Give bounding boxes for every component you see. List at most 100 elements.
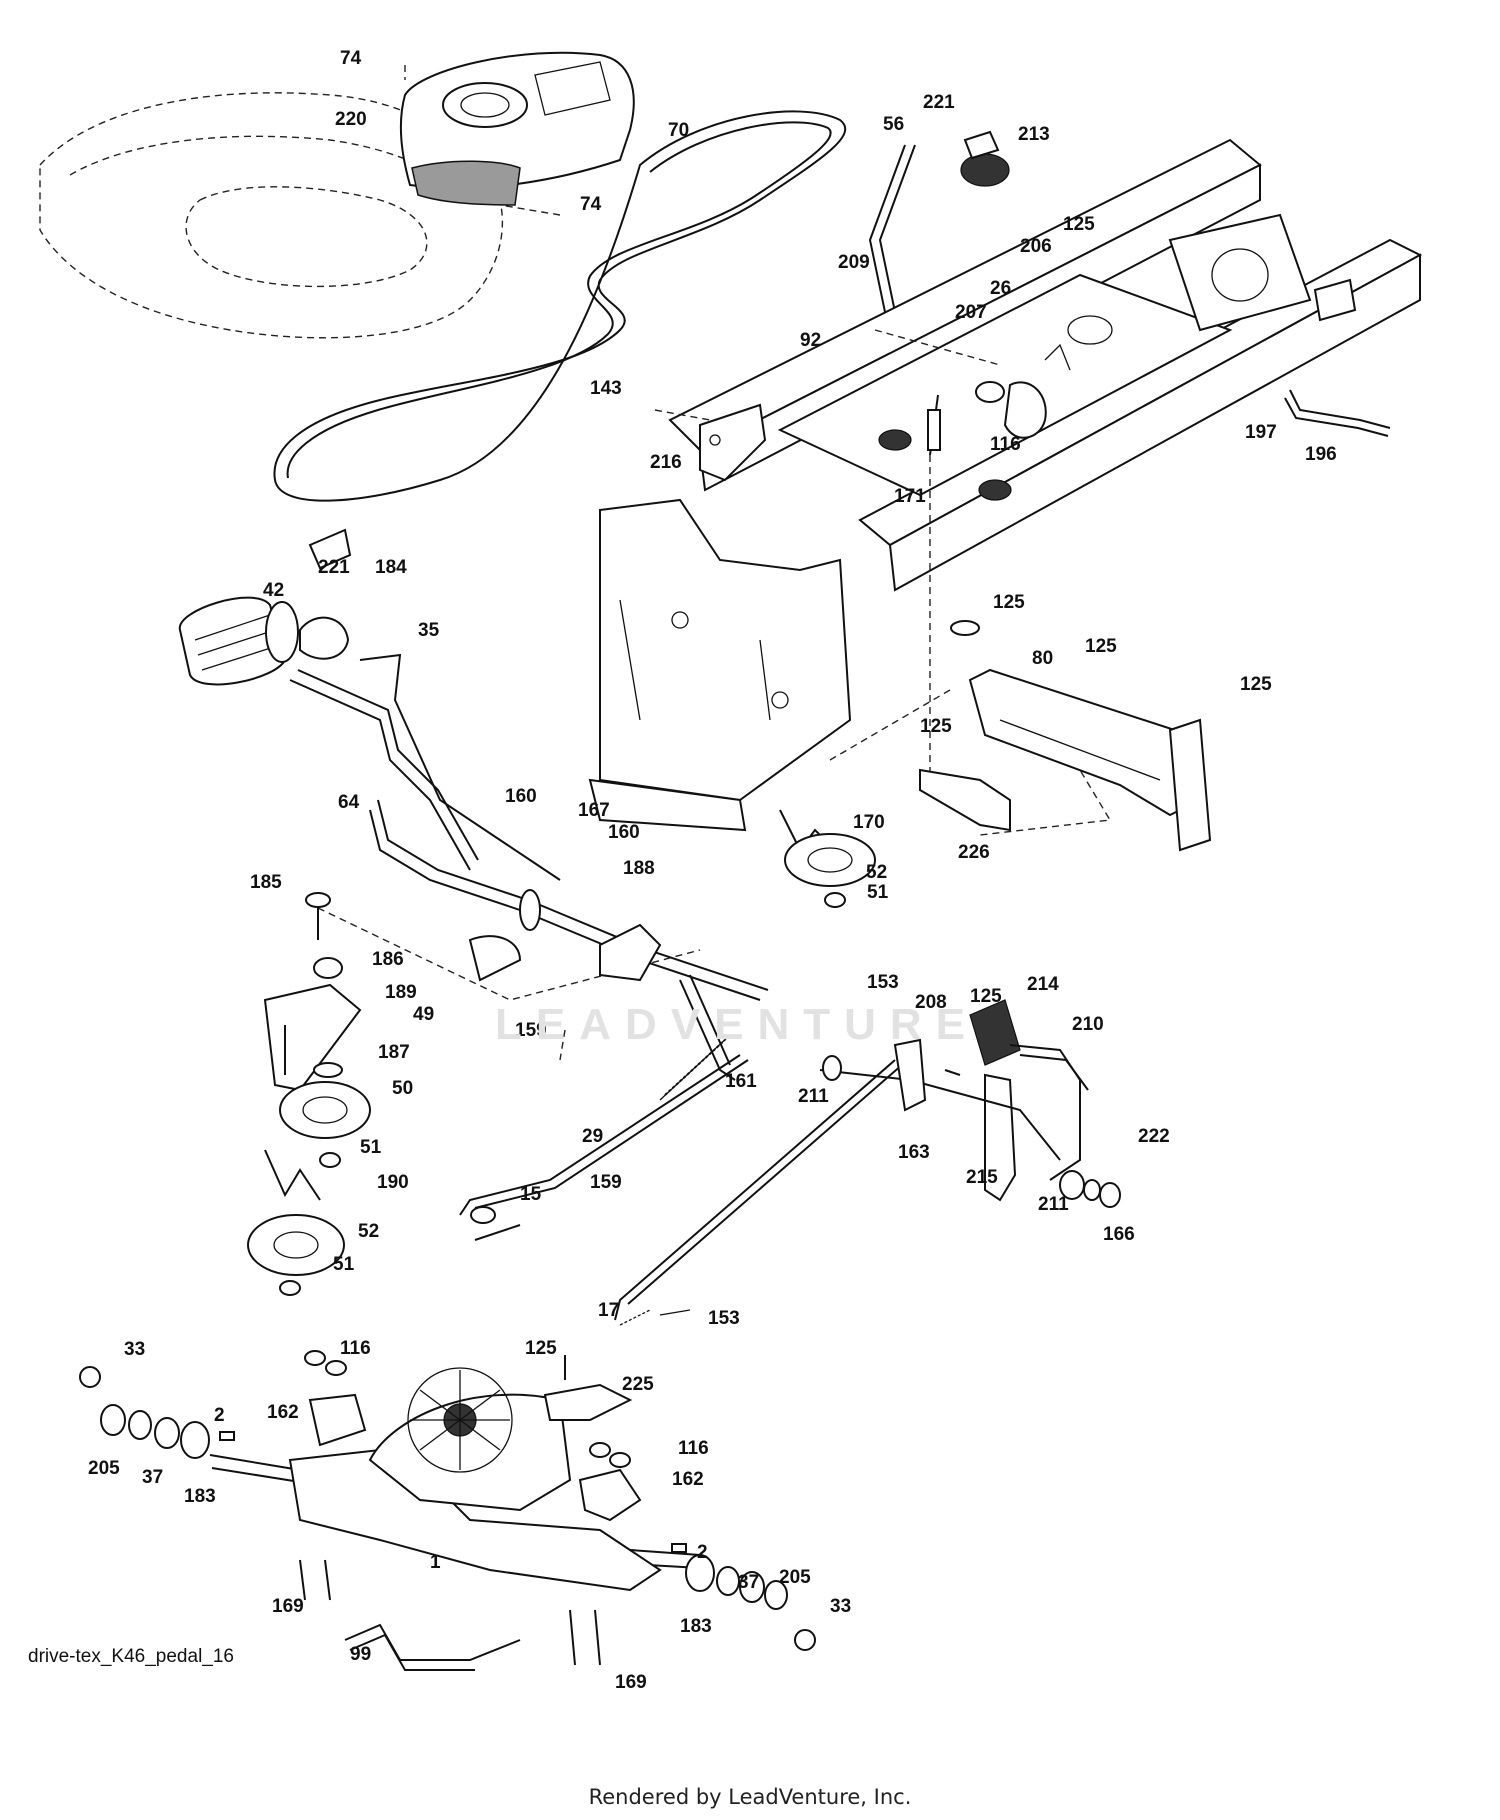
callout-51a: 51 [867,882,889,903]
pedal-assembly [819,999,1121,1208]
callout-26: 26 [990,278,1011,299]
callout-186: 186 [372,949,404,970]
callout-125e: 125 [920,716,952,737]
callout-35: 35 [418,620,440,641]
callout-167: 167 [578,800,610,821]
callout-162b: 162 [672,1469,704,1490]
callout-70: 70 [668,120,689,141]
diagram-caption: drive-tex_K46_pedal_16 [28,1646,234,1667]
callout-185: 185 [250,872,282,893]
shift-lever-209 [868,130,1010,381]
callout-50: 50 [392,1078,413,1099]
callout-125f: 125 [970,986,1002,1007]
callout-2b: 2 [697,1542,708,1563]
rod-29 [459,1054,749,1241]
callout-169b: 169 [615,1672,647,1693]
callout-153a: 153 [867,972,899,993]
callout-125b: 125 [993,592,1025,613]
callout-184: 184 [375,557,407,578]
callout-215: 215 [966,1167,998,1188]
callout-153b: 153 [708,1308,740,1329]
pulley-52-right [779,809,876,908]
callout-159a: 159 [515,1020,547,1041]
callout-56: 56 [883,114,904,135]
callout-160a: 160 [505,786,537,807]
callout-159b: 159 [590,1172,622,1193]
callout-226: 226 [958,842,990,863]
axle-hardware-right [671,1543,816,1651]
callout-221b: 221 [318,557,350,578]
callout-207: 207 [955,302,987,323]
callout-210: 210 [1072,1014,1104,1035]
callout-205a: 205 [88,1458,120,1479]
callout-51b: 51 [360,1137,382,1158]
callout-125c: 125 [1085,636,1117,657]
callout-125g: 125 [525,1338,557,1359]
callout-216: 216 [650,452,682,473]
callout-189: 189 [385,982,417,1003]
callout-42: 42 [263,580,284,601]
footer-credit: Rendered by LeadVenture, Inc. [588,1785,912,1809]
callout-51c: 51 [333,1254,355,1275]
callout-37b: 37 [738,1572,759,1593]
callout-221a: 221 [923,92,955,113]
callout-33a: 33 [124,1339,145,1360]
callout-125d: 125 [1240,674,1272,695]
callout-183a: 183 [184,1486,216,1507]
callout-2a: 2 [214,1405,225,1426]
callout-33b: 33 [830,1596,851,1617]
callout-74b: 74 [580,194,602,215]
callout-188: 188 [623,858,655,879]
callout-80: 80 [1032,648,1053,669]
callout-116c: 116 [678,1438,709,1459]
callout-49: 49 [413,1004,434,1025]
axle-hardware-left [79,1366,235,1459]
transaxle-1 [209,1350,701,1666]
callout-211b: 211 [1038,1194,1069,1215]
callout-170: 170 [853,812,885,833]
callout-52b: 52 [358,1221,379,1242]
callout-183b: 183 [680,1616,712,1637]
callout-162a: 162 [267,1402,299,1423]
callout-197: 197 [1245,422,1277,443]
callout-74a: 74 [340,48,362,69]
callout-99: 99 [350,1644,371,1665]
callout-116a: 116 [990,434,1021,455]
callout-29: 29 [582,1126,603,1147]
callout-205b: 205 [779,1567,811,1588]
callout-169a: 169 [272,1596,304,1617]
callout-214: 214 [1027,974,1059,995]
main-frame [588,138,1423,832]
callout-17: 17 [598,1300,619,1321]
rod-197 [1284,389,1391,437]
bracket-216 [699,403,767,482]
callout-220: 220 [335,109,367,130]
callout-116b: 116 [340,1338,371,1359]
part-callouts: 7422070745622121312520626207209921431162… [88,48,1337,1693]
callout-225: 225 [622,1374,654,1395]
callout-64: 64 [338,792,360,813]
callout-166: 166 [1103,1224,1135,1245]
drive-belt-56 [273,110,847,502]
callout-208: 208 [915,992,947,1013]
callout-222: 222 [1138,1126,1170,1147]
callout-37a: 37 [142,1467,163,1488]
rod-163 [614,1059,904,1326]
callout-160b: 160 [608,822,640,843]
callout-125a: 125 [1063,214,1095,235]
callout-171: 171 [894,486,926,507]
callout-190: 190 [377,1172,409,1193]
callout-163: 163 [898,1142,930,1163]
callout-206: 206 [1020,236,1052,257]
callout-211a: 211 [798,1086,829,1107]
steering-assembly [178,528,769,1081]
callout-52a: 52 [866,862,887,883]
callout-92: 92 [800,330,821,351]
bracket-80 [919,620,1212,852]
callout-161: 161 [725,1071,757,1092]
callout-187: 187 [378,1042,410,1063]
callout-213: 213 [1018,124,1050,145]
callout-143: 143 [590,378,622,399]
dash-cover-70 [399,51,635,206]
